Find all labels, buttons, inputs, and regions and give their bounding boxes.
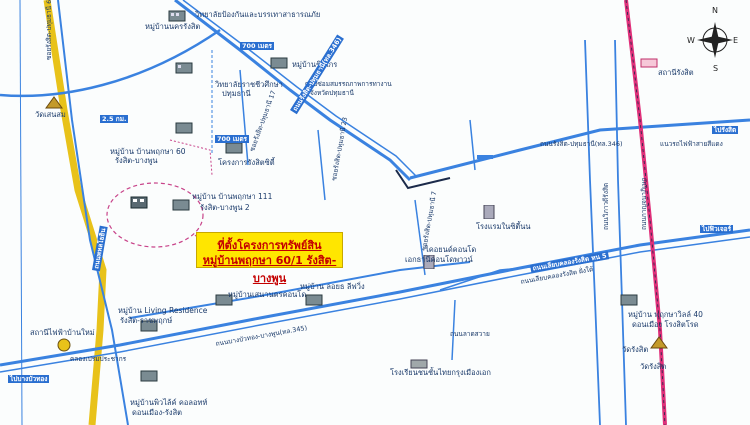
building-icon [305,294,323,306]
project-building-icon [130,196,148,209]
compass-w: W [687,36,695,45]
factory-icon [410,359,428,369]
bridge-icon [477,155,493,159]
power-station-icon [57,338,71,352]
dist-700b-label: 700 เมตร [215,135,250,143]
temple-icon [650,336,668,349]
royal-pathum-label: วิทยาลัยราชชีวศึกษา [215,80,283,89]
hotel-icon [483,205,495,219]
dist-label: 2.5 กม. [100,115,129,123]
road-346-east [409,118,750,180]
building-icon [140,320,158,332]
village-chinara-label: หมู่บ้านชินเกร [292,60,338,69]
mgmt-center-label-2: จังหวัดปทุมธานี [310,89,354,97]
yellow-highway [43,0,107,425]
road-346-east-label: ถนนรังสิต-ปทุมธานี(ทล.346) [540,140,623,148]
village-bang-khen-label: หมู่บ้านพิวไล้ค์ คอลอทท์ [130,398,208,407]
building-icon [225,142,243,154]
power-station-label: สถานีไฟฟ้าบ้านใหม่ [30,328,95,337]
bts-label: แนวรถไฟฟ้าสายสีแดง [660,140,723,148]
building-icon [215,294,233,306]
dist-700-label: 700 เมตร [240,42,275,50]
building-icon [270,57,288,69]
klong-si-label: ถนนลาดสวาย [450,330,490,338]
pruksa-40-label-2: ดอนเมือง โรงสิตโรด [632,320,699,329]
condo-icon [423,255,435,269]
living-res-label: หมู่บ้าน Living Residence [118,306,208,315]
compass-e: E [733,36,739,45]
vertical-road-1 [584,39,601,425]
soi-line-3 [414,199,426,276]
research-center-label: วิทยาลัยป้องกันและบรรเทาสาธารณภัย [195,10,321,19]
mgmt-center-label: ศูนย์ซ่อมสมรรถภาพการทางาน [305,80,392,88]
condo-plaza-label: เอกธานีคอนโดพาวน์ [405,255,473,264]
pruksa-111-label: หมู่บ้าน บ้านพฤกษา 111 [192,192,273,201]
pink-rail-dash [625,0,666,425]
interchange [395,169,451,190]
temple-rangsit-label: วัดรังสิต [622,345,649,354]
building-icon [172,199,190,211]
diag-road-346 [174,0,412,182]
klong-sam-label: คลองเปรมประชากร [70,355,127,363]
village-nakorn-label: หมู่บ้านนครรังสิต [145,22,201,31]
blue-road-west [57,0,129,425]
compass-n: N [712,6,718,15]
building-icon [175,62,193,74]
access-dashed-2 [169,139,213,176]
callout-line-1: ที่ตั้งโครงการทรัพย์สิน [217,239,322,252]
vertical-road-2 [614,39,627,425]
arc-road-north [0,28,221,98]
building-icon [175,122,193,134]
pruksa-111-label-2: รังสิต-บางพูน 2 [200,203,250,212]
vibhavadi-label: ถนนวิภาวดีรังสิต [602,182,610,230]
modern-condo-label: ไคอยนด์คอนโด [425,245,477,254]
road-klong [129,261,471,319]
village-sena-label: หมู่บ้านเสนานครคอนโด [228,290,307,299]
temple-label: วัดเสนสม [35,110,66,119]
pathum-thani-label: ปทุมธานี [222,89,251,98]
project-ring [106,182,204,248]
road-left-label: ซอยรังสิต-ปทุมธานี 60 [45,0,53,60]
left-edge-road [19,0,23,425]
compass-s: S [713,64,719,73]
soi-line-2 [317,129,326,201]
to-rangsit-label[interactable]: ไปรังสิต [712,126,739,134]
soi-line-1 [239,69,249,166]
building-icon [140,370,158,382]
to-bangpoon-label[interactable]: ไปบางบัวทอง [8,375,50,383]
rangsit-station-label: สถานีรังสิต [658,68,694,77]
road-bangpoon [0,228,750,367]
rail-station-icon [640,58,658,68]
rangsit-city-label: โครงการรังสิตซิตี้ [218,158,275,167]
diag-road-346-b [182,0,417,177]
kanchana-label: ถนนกาญจนาภิเษก [640,177,648,230]
living-res-label-2: รังสิต-ราชพฤกษ์ [120,316,173,325]
soi-line-5 [451,299,456,361]
pruksa-60-label: หมู่บ้าน บ้านพฤกษา 60 [110,147,186,156]
village-bang-khen-label-2: ดอนเมือง-รังสิต [132,408,183,417]
wat-rangsit-label: วัดรังสิต [640,362,667,371]
soi-line-4 [469,119,476,171]
compass-icon [697,22,733,58]
hotel-label: โรงแรมในซิตี้นน [476,222,531,231]
village-lote-label: หมู่บ้าน ลอยธ ลีฟวิ่ง [300,282,365,291]
callout-line-2: หมู่บ้านพฤกษา 60/1 รังสิต-บางพูน [202,254,337,285]
project-callout: ที่ตั้งโครงการทรัพย์สิน หมู่บ้านพฤกษา 60… [196,232,343,285]
building-icon [168,10,186,22]
temple-icon [45,96,63,109]
road-bangpoon-b [0,236,750,373]
pruksa-40-label: หมู่บ้าน พฤกษาวิลล์ 40 [628,310,703,319]
pruksa-60-label-2: รังสิต-บางพูน [115,156,158,165]
factory-label: โรงเรียนชนชั้นไทยกรุงเมืองเอก [390,368,491,377]
compass-rose: N E W S [687,6,740,74]
building-icon [620,294,638,306]
to-future-label[interactable]: ไปฟิวเจอร์ [700,225,734,233]
